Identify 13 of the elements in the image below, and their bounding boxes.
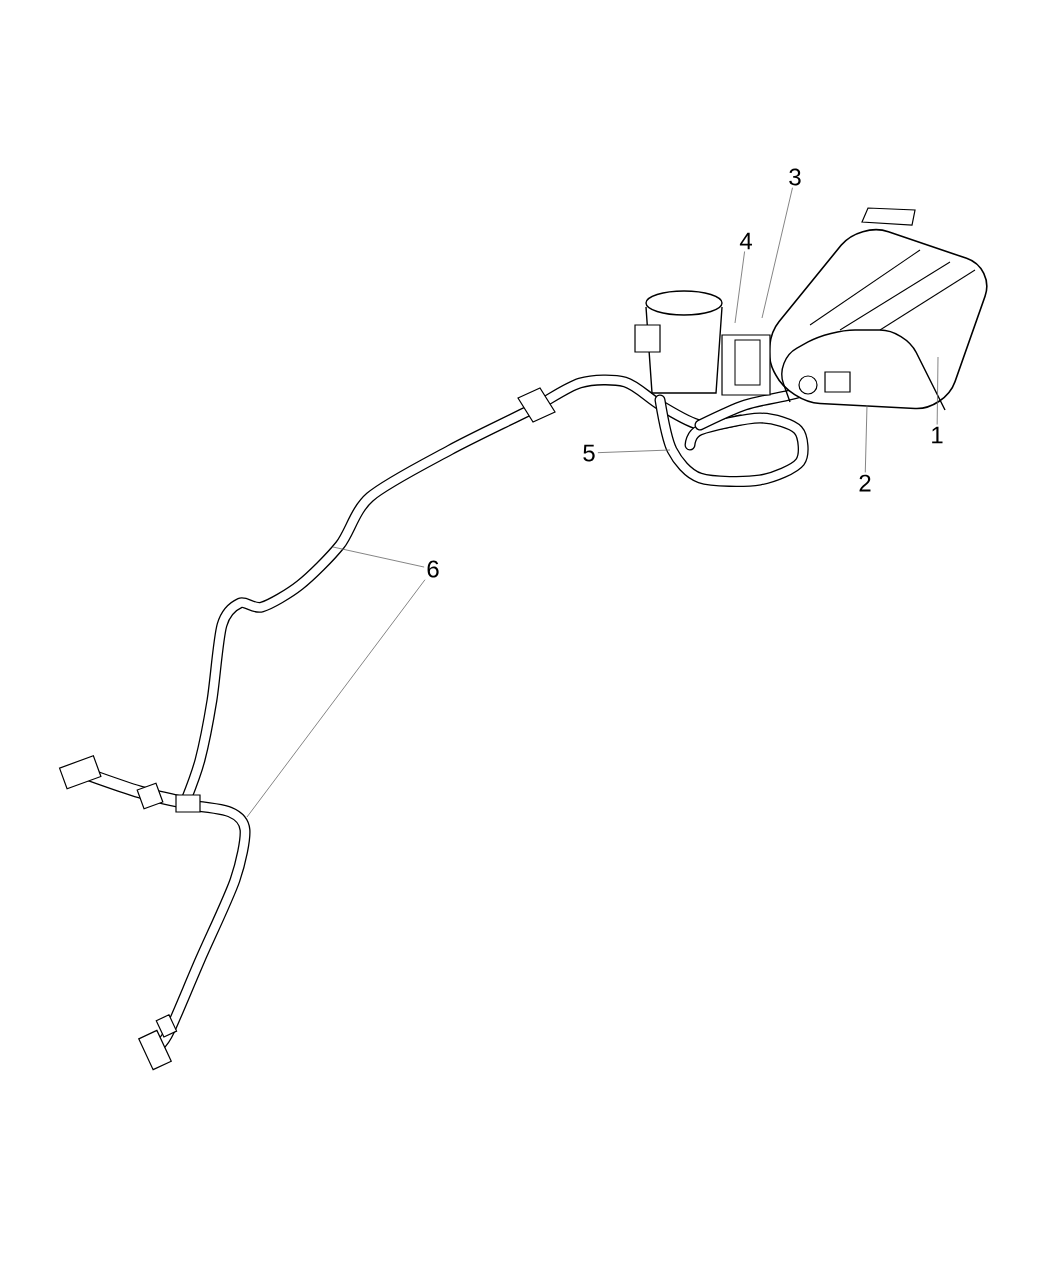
leader-line xyxy=(936,356,939,425)
callout-number: 4 xyxy=(739,232,752,250)
callout-number: 1 xyxy=(932,426,943,444)
leader-line xyxy=(864,404,868,473)
leader-line xyxy=(734,251,745,324)
leader-line xyxy=(246,579,426,818)
leader-line xyxy=(597,449,671,454)
callout-number: 2 xyxy=(859,474,871,492)
leader-line xyxy=(761,187,793,319)
callout-number: 3 xyxy=(789,168,801,186)
leader-line xyxy=(332,546,425,568)
callout-number: 5 xyxy=(583,444,595,462)
callout-number: 6 xyxy=(427,560,439,578)
